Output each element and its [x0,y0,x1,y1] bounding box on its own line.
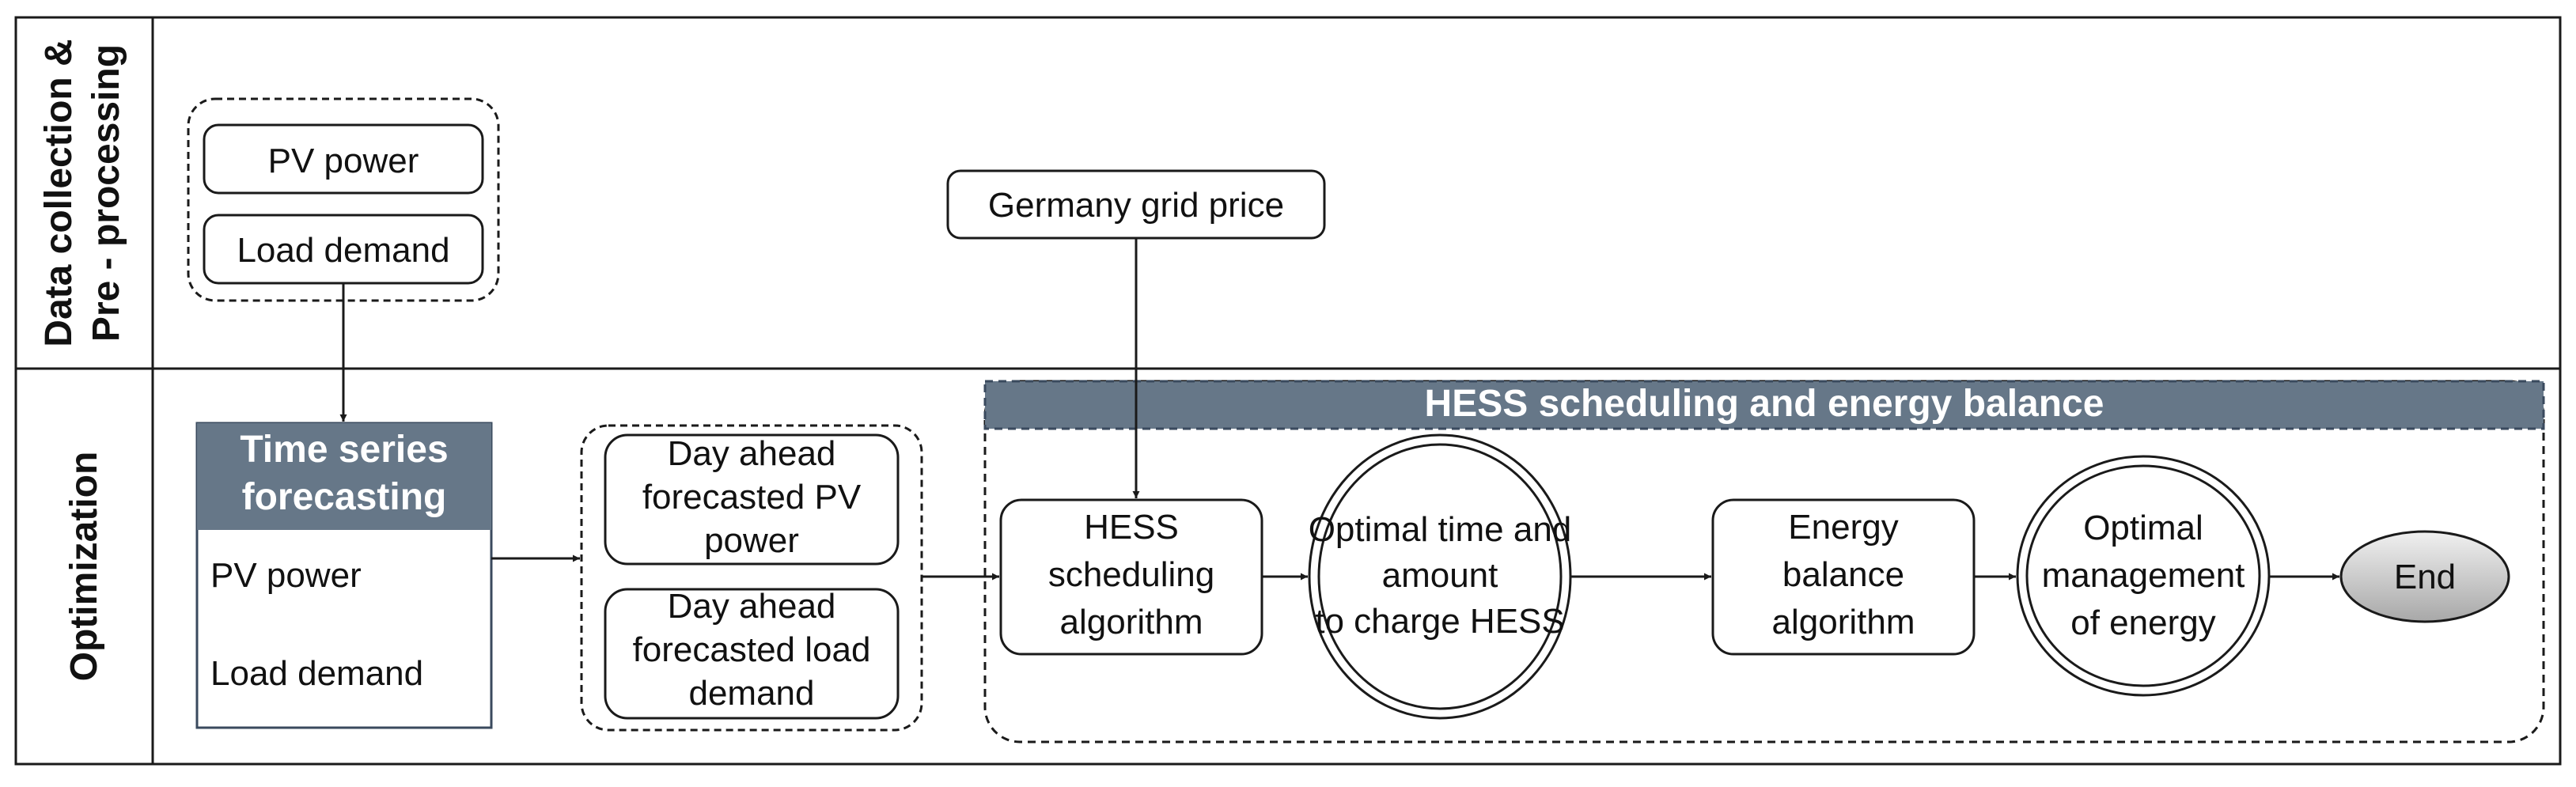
end-terminal [2339,530,2510,623]
optimal-management-line1: Optimal [2083,509,2203,547]
hess-scheduling-line1: HESS [1084,508,1179,547]
energy-balance-line3: algorithm [1772,603,1915,641]
outer-border [14,16,2562,766]
pv-forecast-line3: power [704,521,799,560]
hess-scheduling-line3: algorithm [1060,603,1203,641]
load-forecast-box [604,588,900,720]
forecasting-header [197,423,491,530]
load-forecast-line2: forecasted load [633,630,871,669]
energy-balance-line2: balance [1782,555,1904,594]
pv-power-label: PV power [268,142,419,180]
load-forecast-line3: demand [688,674,814,713]
lane-label-data-collection-line1: Data collection & [38,39,80,346]
energy-balance-line1: Energy [1788,508,1898,547]
input-data-group [187,97,500,302]
swimlane-frame [14,16,2562,766]
optimal-management-inner-ellipse [2025,464,2261,687]
pv-forecast-line1: Day ahead [668,434,836,473]
end-label: End [2394,558,2456,596]
load-forecast-line1: Day ahead [668,587,836,626]
optimal-time-line2: amount [1382,556,1498,595]
optimal-time-inner-ellipse [1317,443,1563,710]
optimal-time-line3: to charge HESS [1315,602,1565,641]
lane-label-optimization: Optimization [63,452,105,682]
pv-forecast-line2: forecasted PV [642,478,862,516]
forecasting-item-pv-power: PV power [210,556,362,595]
optimal-management-line3: of energy [2070,603,2215,642]
hess-scheduling-line2: scheduling [1048,555,1214,594]
pv-forecast-box [604,433,900,566]
lane-label-data-collection-line2: Pre - processing [85,44,127,342]
pv-power-box [203,123,484,195]
connectors [339,238,2339,581]
grid-price-label: Germany grid price [988,186,1284,225]
hess-group-title: HESS scheduling and energy balance [1425,383,2104,425]
load-demand-label: Load demand [237,231,449,270]
optimal-management-line2: management [2042,556,2245,595]
forecasting-title-line1: Time series [240,429,448,471]
hess-group-header [983,380,2545,430]
forecasting-title-line2: forecasting [242,476,447,518]
optimal-time-line1: Optimal time and [1309,510,1572,549]
forecasting-item-load-demand: Load demand [210,654,423,693]
